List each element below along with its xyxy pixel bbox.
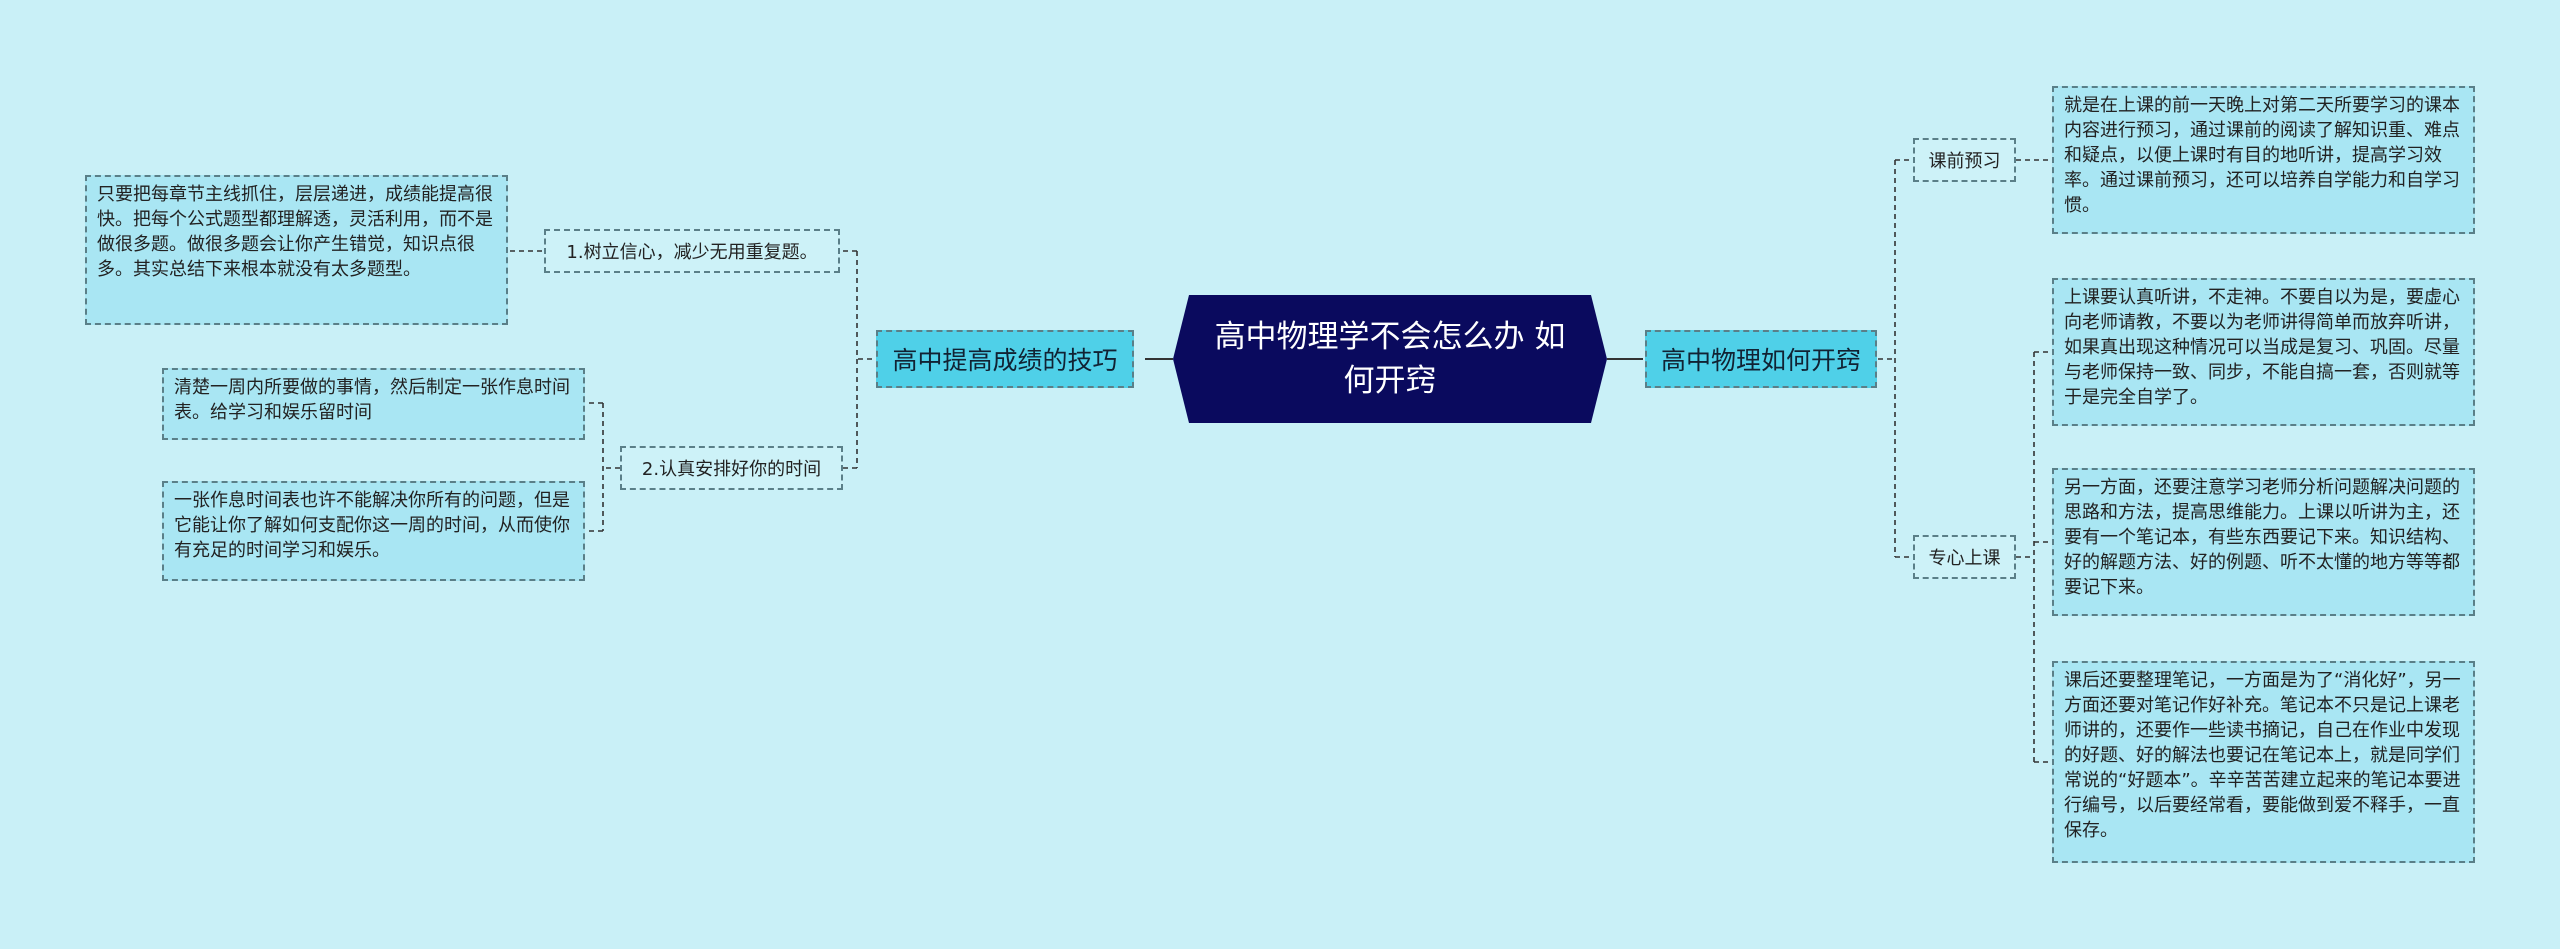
leaf-right-2c[interactable]: 课后还要整理笔记，一方面是为了“消化好”，另一方面还要对笔记作好补充。笔记本不只… — [2052, 661, 2475, 863]
branch-left[interactable]: 高中提高成绩的技巧 — [876, 330, 1134, 388]
leaf-left-1[interactable]: 只要把每章节主线抓住，层层递进，成绩能提高很快。把每个公式题型都理解透，灵活利用… — [85, 175, 508, 325]
leaf-right-2a[interactable]: 上课要认真听讲，不走神。不要自以为是，要虚心向老师请教，不要以为老师讲得简单而放… — [2052, 278, 2475, 426]
leaf-left-2b[interactable]: 一张作息时间表也许不能解决你所有的问题，但是它能让你了解如何支配你这一周的时间，… — [162, 481, 585, 581]
leaf-right-2b[interactable]: 另一方面，还要注意学习老师分析问题解决问题的思路和方法，提高思维能力。上课以听讲… — [2052, 468, 2475, 616]
leaf-right-1[interactable]: 就是在上课的前一天晚上对第二天所要学习的课本内容进行预习，通过课前的阅读了解知识… — [2052, 86, 2475, 234]
leaf-left-2a[interactable]: 清楚一周内所要做的事情，然后制定一张作息时间表。给学习和娱乐留时间 — [162, 368, 585, 440]
subtopic-right-1[interactable]: 课前预习 — [1913, 138, 2016, 182]
subtopic-left-2[interactable]: 2.认真安排好你的时间 — [620, 446, 843, 490]
branch-right[interactable]: 高中物理如何开窍 — [1645, 330, 1877, 388]
subtopic-left-1[interactable]: 1.树立信心，减少无用重复题。 — [544, 229, 840, 273]
central-topic[interactable]: 高中物理学不会怎么办 如何开窍 — [1173, 295, 1607, 423]
subtopic-right-2[interactable]: 专心上课 — [1913, 535, 2016, 579]
